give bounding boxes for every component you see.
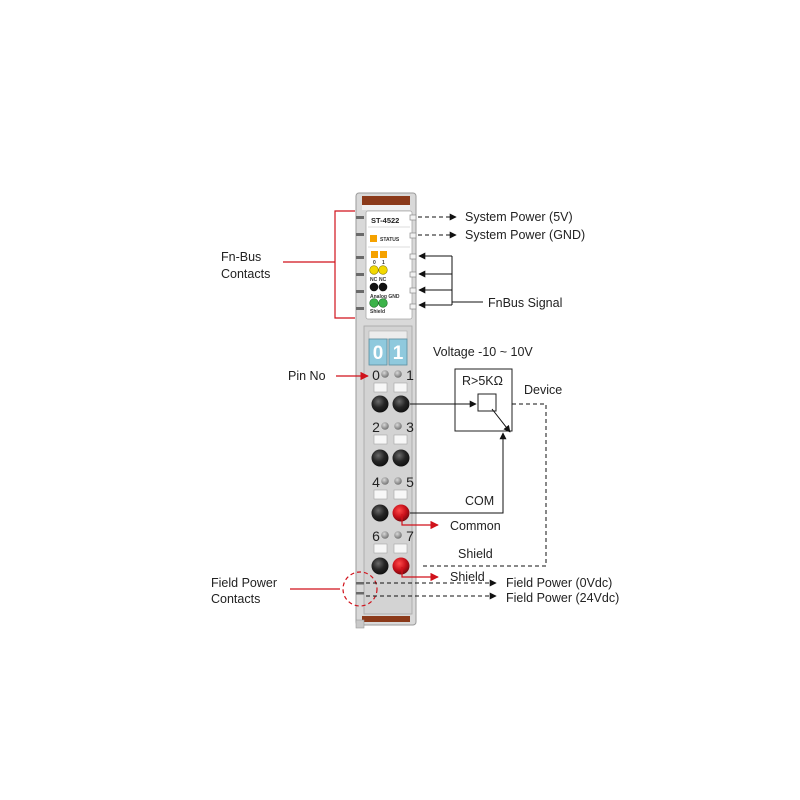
terminal-7-shield[interactable] bbox=[392, 557, 410, 575]
system-power-gnd-label: System Power (GND) bbox=[465, 228, 585, 242]
shield-indicator-label: Shield bbox=[370, 309, 385, 315]
field-power-highlight-circle bbox=[342, 571, 378, 607]
fn-bus-contacts-label-line2: Contacts bbox=[221, 267, 270, 281]
field-power-callouts: Field Power Contacts Field Power (0Vdc) … bbox=[211, 571, 619, 607]
channel-number-1: 1 bbox=[393, 343, 404, 364]
led-label-0: 0 bbox=[373, 260, 376, 266]
shield-pin-label: Shield bbox=[450, 570, 485, 584]
fn-bus-contacts-callout: Fn-Bus Contacts bbox=[221, 210, 355, 319]
field-power-0vdc-label: Field Power (0Vdc) bbox=[506, 576, 612, 590]
analog-gnd-indicator-1 bbox=[378, 282, 388, 292]
field-power-contacts-label-line2: Contacts bbox=[211, 592, 260, 606]
channel-number-0: 0 bbox=[373, 343, 384, 364]
field-power-pin-0vdc bbox=[356, 582, 364, 585]
nc-indicator-1 bbox=[378, 265, 388, 275]
led-label-1: 1 bbox=[382, 260, 385, 266]
channel-0-box bbox=[368, 338, 388, 366]
module-top-strip bbox=[362, 196, 410, 205]
pin-number-6: 6 bbox=[372, 528, 380, 544]
terminal-4[interactable] bbox=[371, 504, 389, 522]
fnbus-signal-label: FnBus Signal bbox=[488, 296, 562, 310]
field-power-24vdc-label: Field Power (24Vdc) bbox=[506, 591, 619, 605]
nc-label-0: NC bbox=[370, 277, 378, 283]
channel-1-box bbox=[388, 338, 408, 366]
field-power-pin-24vdc bbox=[356, 592, 364, 595]
resistor-label: R>5KΩ bbox=[462, 374, 503, 388]
resistor-symbol bbox=[477, 393, 497, 412]
module-label-panel bbox=[365, 210, 413, 320]
module-model: ST-4522 bbox=[371, 216, 399, 225]
terminal-0[interactable] bbox=[371, 395, 389, 413]
resistor-box bbox=[454, 368, 513, 432]
analog-gnd-label: Analog GND bbox=[370, 294, 400, 300]
pin-number-0: 0 bbox=[372, 367, 380, 383]
analog-gnd-indicator-0 bbox=[369, 282, 379, 292]
shield-wire-label: Shield bbox=[458, 547, 493, 561]
fnbus-signal-callout: FnBus Signal bbox=[418, 252, 562, 310]
pin-number-5: 5 bbox=[406, 474, 414, 490]
pin-number-4: 4 bbox=[372, 474, 380, 490]
common-label: Common bbox=[450, 519, 501, 533]
pin-number-3: 3 bbox=[406, 419, 414, 435]
voltage-device-wiring: Voltage -10 ~ 10V R>5KΩ COM Device Shiel… bbox=[410, 345, 562, 567]
system-power-5v-label: System Power (5V) bbox=[465, 210, 573, 224]
field-power-contacts-label-line1: Field Power bbox=[211, 576, 277, 590]
fn-bus-contact-slots bbox=[409, 214, 417, 310]
nc-label-1: NC bbox=[379, 277, 387, 283]
terminal-5-common[interactable] bbox=[392, 504, 410, 522]
io-module: ST-4522 STATUS 0 1 NC NC Analog GND Shie… bbox=[355, 192, 417, 629]
terminal-function-callouts: Common Shield bbox=[401, 514, 501, 584]
terminal-1[interactable] bbox=[392, 395, 410, 413]
pin-number-2: 2 bbox=[372, 419, 380, 435]
voltage-range-label: Voltage -10 ~ 10V bbox=[433, 345, 533, 359]
terminal-3[interactable] bbox=[392, 449, 410, 467]
channel-0-led bbox=[371, 251, 378, 258]
pin-no-label: Pin No bbox=[288, 369, 326, 383]
pin-number-7: 7 bbox=[406, 528, 414, 544]
terminal-2[interactable] bbox=[371, 449, 389, 467]
terminal-6[interactable] bbox=[371, 557, 389, 575]
module-bottom-strip bbox=[362, 616, 410, 622]
nc-indicator-0 bbox=[369, 265, 379, 275]
pin-no-callout: Pin No bbox=[288, 369, 369, 383]
status-label: STATUS bbox=[380, 237, 400, 243]
pin-number-1: 1 bbox=[406, 367, 414, 383]
fn-bus-contact-pins bbox=[356, 216, 364, 310]
shield-indicator-0 bbox=[369, 298, 379, 308]
device-label: Device bbox=[524, 383, 562, 397]
shield-indicator-1 bbox=[378, 298, 388, 308]
status-led bbox=[370, 235, 377, 242]
channel-1-led bbox=[380, 251, 387, 258]
system-power-callouts: System Power (5V) System Power (GND) bbox=[418, 210, 585, 242]
fn-bus-contacts-label-line1: Fn-Bus bbox=[221, 250, 261, 264]
com-label: COM bbox=[465, 494, 494, 508]
